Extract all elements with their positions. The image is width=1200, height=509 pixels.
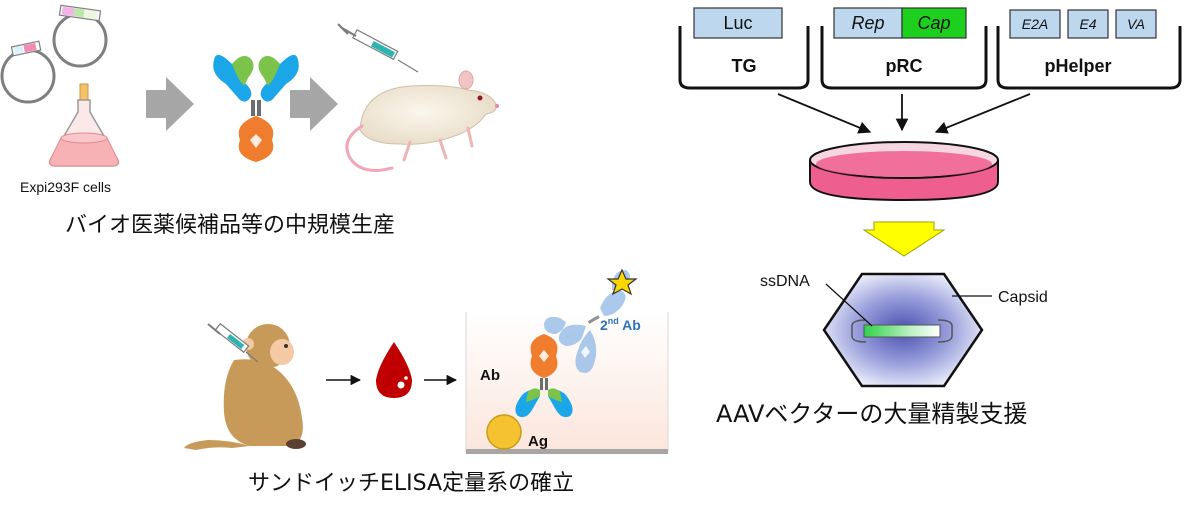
plasmid-prc: Rep Cap pRC (820, 7, 988, 90)
ssdna-label: ssDNA (760, 273, 810, 290)
plasmid-tg: Luc TG (678, 7, 810, 90)
syringe-icon (337, 23, 419, 73)
antibody-production-panel: Expi293F cells (0, 4, 499, 238)
gene-label-cap: Cap (917, 13, 950, 33)
plasmid-name-phelper: pHelper (1044, 56, 1111, 76)
star-label-icon (606, 268, 638, 296)
culture-dish-icon (809, 141, 999, 202)
aav-caption: AAVベクターの大量精製支援 (716, 400, 1027, 428)
gene-box-e2a (1009, 9, 1061, 39)
transfection-arrow (934, 93, 1031, 134)
aav-panel: Luc TG Rep Cap pRC E2A E4 VA pHelper (678, 7, 1182, 428)
gene-label-e4: E4 (1079, 16, 1096, 32)
gene-label-luc: Luc (723, 13, 752, 33)
ssdna-strand (863, 324, 941, 338)
transfection-arrow (777, 93, 872, 134)
elisa-caption: サンドイッチELISA定量系の確立 (248, 471, 574, 496)
gene-box-luc (693, 7, 783, 39)
gene-box-cap (901, 7, 967, 39)
culture-flask-icon (48, 83, 120, 167)
ab-label: Ab (480, 367, 500, 384)
antibody-icon (213, 54, 299, 162)
blood-drop-icon (376, 342, 412, 398)
plasmid-icon (0, 40, 56, 104)
antibody-production-caption: バイオ医薬候補品等の中規模生産 (65, 213, 395, 238)
rat-icon (345, 70, 499, 172)
ssdna-pointer (825, 283, 873, 327)
capsid-label: Capsid (998, 289, 1048, 306)
process-arrow-icon (146, 77, 194, 131)
antigen-icon (486, 414, 522, 450)
gene-label-e2a: E2A (1022, 16, 1048, 32)
gene-label-rep: Rep (851, 13, 884, 33)
elisa-panel: Ab 2nd Ab Ag サンドイッチELISA定量系の確立 (184, 268, 669, 496)
capture-antibody-icon (515, 334, 573, 418)
plasmid-icon (52, 4, 108, 68)
expi293f-cells-label: Expi293F cells (20, 179, 111, 195)
plasmid-name-prc: pRC (886, 56, 923, 76)
gene-box-va (1115, 9, 1157, 39)
ag-label: Ag (528, 433, 548, 450)
plasmid-name-tg: TG (732, 56, 757, 76)
down-arrow-icon (862, 221, 946, 257)
syringe-icon (207, 322, 259, 363)
aav-capsid-icon (822, 272, 984, 388)
plasmid-phelper: E2A E4 VA pHelper (996, 9, 1182, 90)
gene-box-e4 (1067, 9, 1109, 39)
monkey-icon (184, 324, 306, 450)
gene-label-va: VA (1127, 16, 1145, 32)
process-arrow-icon (290, 77, 338, 131)
second-ab-label: 2nd Ab (600, 316, 641, 333)
